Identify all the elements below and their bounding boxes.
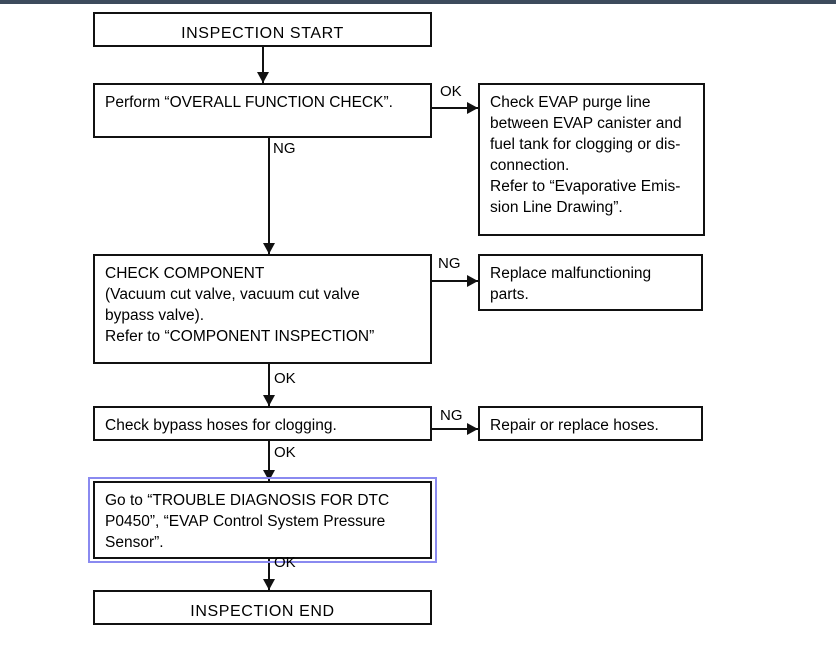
connector-trouble-diagnosis-ok-to-inspection-end-arrowhead-icon — [263, 579, 275, 590]
repair-or-replace-hoses-box[interactable]: Repair or replace hoses. — [478, 406, 703, 441]
check-evap-purge-line-box[interactable]: Check EVAP purge line between EVAP canis… — [478, 83, 705, 236]
connector-overall-check-ok-to-evap-purge-line-label: OK — [440, 83, 462, 100]
go-to-trouble-diagnosis-dtc-p0450-box[interactable]: Go to “TROUBLE DIAGNOSIS FOR DTC P0450”,… — [93, 481, 432, 559]
connector-overall-check-ng-to-check-component-arrowhead-icon — [263, 243, 275, 254]
connector-trouble-diagnosis-ok-to-inspection-end-label: OK — [274, 554, 296, 571]
connector-bypass-hoses-ng-to-repair-replace-arrowhead-icon — [467, 423, 478, 435]
connector-start-to-overall-check-arrowhead-icon — [257, 72, 269, 83]
check-bypass-hoses-box[interactable]: Check bypass hoses for clogging. — [93, 406, 432, 441]
inspection-start-box[interactable]: INSPECTION START — [93, 12, 432, 47]
top-window-bar — [0, 0, 836, 4]
inspection-end-box[interactable]: INSPECTION END — [93, 590, 432, 625]
connector-overall-check-ok-to-evap-purge-line-arrowhead-icon — [467, 102, 478, 114]
connector-bypass-hoses-ng-to-repair-replace-label: NG — [440, 407, 463, 424]
perform-overall-function-check-box[interactable]: Perform “OVERALL FUNCTION CHECK”. — [93, 83, 432, 138]
check-component-box[interactable]: CHECK COMPONENT (Vacuum cut valve, vacuu… — [93, 254, 432, 364]
connector-overall-check-ng-to-check-component-label: NG — [273, 140, 296, 157]
connector-bypass-hoses-ok-to-trouble-diagnosis-arrowhead-icon — [263, 470, 275, 481]
connector-bypass-hoses-ok-to-trouble-diagnosis-label: OK — [274, 444, 296, 461]
connector-check-component-ng-to-replace-parts-label: NG — [438, 255, 461, 272]
connector-check-component-ng-to-replace-parts-arrowhead-icon — [467, 275, 478, 287]
connector-check-component-ok-to-bypass-hoses-label: OK — [274, 370, 296, 387]
connector-check-component-ok-to-bypass-hoses-arrowhead-icon — [263, 395, 275, 406]
replace-malfunctioning-parts-box[interactable]: Replace malfunctioning parts. — [478, 254, 703, 311]
